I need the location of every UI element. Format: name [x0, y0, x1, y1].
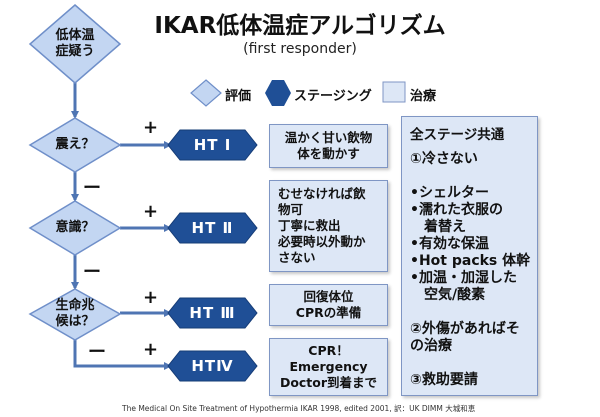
legend-staging-label: ステージング — [294, 89, 372, 104]
common-item: 着替え — [410, 219, 466, 235]
common-panel-header: 全ステージ共通 — [410, 127, 505, 143]
sign-plus-ht4: + — [143, 339, 159, 360]
decision-diamond-consciousness — [28, 200, 122, 256]
decision-vitals-line-1: 生命兆 — [55, 298, 95, 313]
decision-diamond-start — [28, 4, 122, 84]
decision-start-line-2: 症疑う — [55, 44, 95, 59]
common-item: •Hot packs 体幹 — [410, 253, 531, 269]
stage-hexagon-ht4 — [167, 350, 258, 382]
stage-hexagon-ht1 — [167, 129, 258, 161]
citation-footer: The Medical On Site Treatment of Hypothe… — [122, 404, 476, 413]
stage-ht4-label: HTⅣ — [191, 357, 234, 375]
common-item: 空気/酸素 — [410, 287, 486, 303]
legend-diamond-icon — [190, 79, 222, 107]
decision-start-label: 低体温 症疑う — [35, 26, 115, 62]
sign-plus-ht1: + — [143, 117, 159, 138]
stage-hexagon-ht2 — [167, 212, 258, 244]
treatment-ht3-line-2: CPRの準備 — [295, 305, 362, 320]
decision-consciousness-label: 意識？ — [55, 220, 95, 235]
treatment-ht4-line-3: Doctor到着まで — [279, 375, 378, 390]
treatment-box-ht1: 温かく甘い飲物 体を動かす — [269, 124, 388, 168]
common-item: •加温・加湿した — [410, 270, 517, 286]
treatment-ht2-line-5: さない — [278, 250, 316, 265]
treatment-box-ht4: CPR！ Emergency Doctor到着まで — [269, 338, 388, 396]
common-item: •濡れた衣服の — [410, 202, 503, 218]
legend-evaluation-label: 評価 — [225, 89, 252, 104]
treatment-ht1-line-2: 体を動かす — [297, 146, 360, 161]
treatment-box-ht3: 回復体位 CPRの準備 — [269, 284, 388, 326]
sign-plus-ht3: + — [143, 287, 159, 308]
treatment-ht1-line-1: 温かく甘い飲物 — [284, 130, 373, 145]
treatment-box-ht2: むせなければ飲 物可 丁寧に救出 必要時以外動か さない — [269, 180, 388, 272]
treatment-ht2-line-4: 必要時以外動か — [278, 234, 366, 249]
common-item: •有効な保温 — [410, 236, 489, 252]
arrow-vitals-to-ht4 — [73, 340, 172, 370]
treatment-ht2-line-3: 丁寧に救出 — [278, 218, 341, 233]
sign-plus-ht2: + — [143, 201, 159, 222]
common-item: の治療 — [410, 338, 452, 354]
stage-hexagon-ht3 — [167, 297, 258, 329]
sign-minus-vitals: ー — [88, 342, 106, 363]
page-title: IKAR低体温症アルゴリズム — [154, 13, 446, 39]
treatment-ht2-line-1: むせなければ飲 — [278, 186, 366, 201]
legend-box-icon — [382, 81, 406, 103]
sign-minus-consciousness: ー — [83, 262, 101, 283]
common-item — [410, 304, 531, 321]
stage-ht1-label: HT Ⅰ — [193, 136, 232, 154]
treatment-ht3-line-1: 回復体位 — [303, 289, 354, 304]
decision-vitals-line-2: 候は？ — [55, 314, 95, 329]
treatment-ht2-line-2: 物可 — [278, 202, 304, 217]
sign-minus-shivering: ー — [83, 178, 101, 199]
decision-start-line-1: 低体温 — [55, 28, 95, 43]
decision-diamond-shivering — [28, 117, 122, 173]
stage-ht3-label: HT Ⅲ — [189, 304, 236, 322]
common-treatment-panel: 全ステージ共通 ①冷さない •シェルター •濡れた衣服の 着替え •有効な保温 … — [401, 116, 538, 396]
decision-diamond-vitals — [28, 288, 122, 341]
common-item — [410, 355, 531, 372]
treatment-ht4-line-2: Emergency — [289, 359, 368, 374]
legend-treatment-label: 治療 — [410, 89, 437, 104]
decision-vitals-label: 生命兆 候は？ — [35, 297, 115, 331]
common-item: ③救助要請 — [410, 372, 478, 388]
common-item: ②外傷があればそ — [410, 321, 520, 337]
stage-ht2-label: HT Ⅱ — [191, 219, 234, 237]
treatment-ht4-line-1: CPR！ — [308, 343, 349, 358]
common-item — [410, 168, 531, 185]
common-item: •シェルター — [410, 185, 489, 201]
legend-hexagon-icon — [265, 80, 291, 106]
page-subtitle: (first responder) — [243, 41, 357, 57]
decision-shivering-label: 震え？ — [55, 137, 95, 152]
common-item: ①冷さない — [410, 151, 478, 167]
